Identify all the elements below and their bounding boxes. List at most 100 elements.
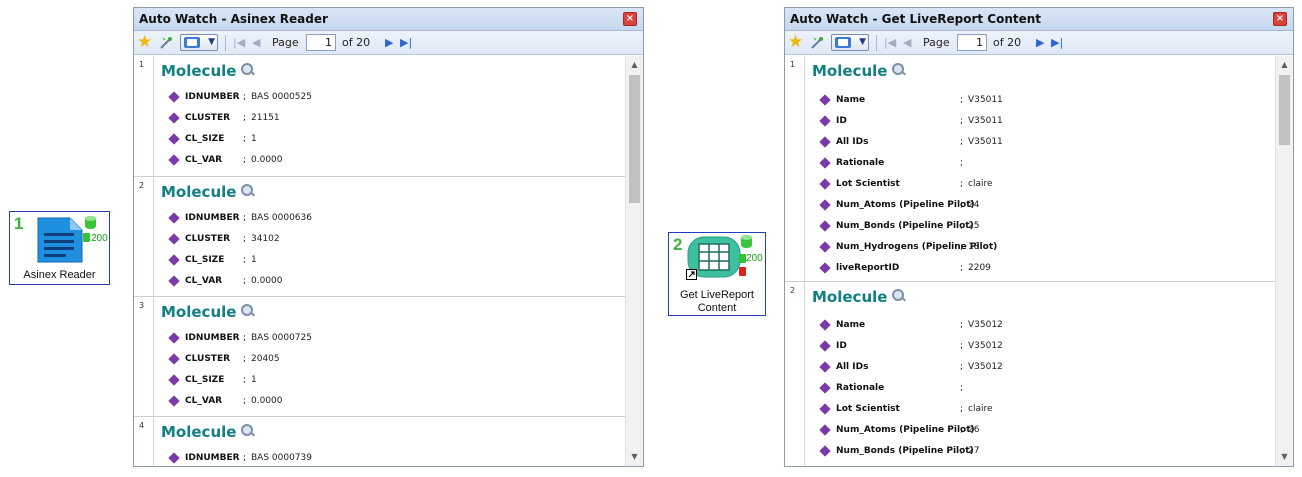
property-name: liveReportID <box>836 263 900 273</box>
vertical-scrollbar[interactable]: ▲ ▼ <box>1275 56 1293 466</box>
property-value: 27 <box>968 446 980 456</box>
record-item: 1 Molecule Name;V35011 ID;V35011 All IDs… <box>785 56 1275 282</box>
record-heading: Molecule <box>812 288 906 306</box>
record-item: 2 Molecule Name;V35012 ID;V35012 All IDs… <box>785 282 1275 466</box>
property-name: Num_Atoms (Pipeline Pilot) <box>836 200 975 210</box>
property-name: IDNUMBER <box>185 453 240 463</box>
diamond-icon <box>819 157 831 169</box>
scroll-down-icon[interactable]: ▼ <box>1281 452 1288 461</box>
magnifier-icon[interactable] <box>241 63 255 77</box>
scroll-up-icon[interactable]: ▲ <box>1281 60 1288 69</box>
record-item: 4 Molecule IDNUMBER;BAS 0000739 <box>134 417 625 466</box>
property-name: IDNUMBER <box>185 92 240 102</box>
diamond-icon <box>819 445 831 457</box>
next-page-icon[interactable]: ▶ <box>1036 36 1045 49</box>
diamond-icon <box>168 133 180 145</box>
record-heading: Molecule <box>161 303 255 321</box>
property-name: CLUSTER <box>185 354 231 364</box>
view-options-dropdown[interactable]: ▼ <box>831 34 869 51</box>
diamond-icon <box>168 374 180 386</box>
record-heading: Molecule <box>161 62 255 80</box>
separator: ; <box>960 242 964 252</box>
page-label: Page <box>272 36 299 49</box>
record-title: Molecule <box>812 288 888 306</box>
property-name: Lot Scientist <box>836 404 900 414</box>
magnifier-icon[interactable] <box>892 289 906 303</box>
scroll-thumb[interactable] <box>1279 75 1290 145</box>
record-list: 1 Molecule Name;V35011 ID;V35011 All IDs… <box>785 56 1275 466</box>
get-livereport-content-component[interactable]: 2 200 Get LiveReport Content <box>668 232 766 316</box>
component-label: Asinex Reader <box>23 269 96 281</box>
magnifier-icon[interactable] <box>241 184 255 198</box>
star-icon[interactable]: ★ <box>137 32 153 52</box>
last-page-icon[interactable]: ▶| <box>400 36 413 49</box>
property-value: V35012 <box>968 320 1003 330</box>
auto-watch-window-livereport[interactable]: Auto Watch - Get LiveReport Content × ★ … <box>784 7 1294 467</box>
close-button[interactable]: × <box>623 12 637 26</box>
property-value: 0.0000 <box>251 396 283 406</box>
record-title: Molecule <box>161 183 237 201</box>
property-name: Num_Bonds (Pipeline Pilot) <box>836 446 974 456</box>
auto-watch-window-asinex[interactable]: Auto Watch - Asinex Reader × ★ ▼ |◀ ◀ Pa… <box>133 7 644 467</box>
separator: ; <box>960 404 964 414</box>
output-port[interactable] <box>739 254 746 263</box>
record-item: 3 Molecule IDNUMBER;BAS 0000725 CLUSTER;… <box>134 297 625 417</box>
scroll-thumb[interactable] <box>629 75 640 203</box>
diamond-icon <box>819 262 831 274</box>
record-number: 2 <box>790 286 796 295</box>
first-page-icon[interactable]: |◀ <box>884 36 897 49</box>
record-gutter <box>785 282 805 466</box>
diamond-icon <box>819 178 831 190</box>
shortcut-arrow-icon <box>686 269 697 280</box>
page-number-input[interactable]: 1 <box>306 34 336 51</box>
diamond-icon <box>168 353 180 365</box>
property-value: 20405 <box>251 354 280 364</box>
asinex-reader-component[interactable]: 1 200 Asinex Reader <box>9 211 110 285</box>
first-page-icon[interactable]: |◀ <box>233 36 246 49</box>
separator: ; <box>243 155 247 165</box>
component-number: 1 <box>14 214 24 233</box>
vertical-scrollbar[interactable]: ▲ ▼ <box>625 56 643 466</box>
star-icon[interactable]: ★ <box>788 32 804 52</box>
scroll-down-icon[interactable]: ▼ <box>631 452 638 461</box>
magnifier-icon[interactable] <box>892 63 906 77</box>
page-number-input[interactable]: 1 <box>957 34 987 51</box>
record-item: 1 Molecule IDNUMBER;BAS 0000525 CLUSTER;… <box>134 56 625 177</box>
toolbar: ★ ▼ |◀ ◀ Page 1 of 20 ▶ ▶| <box>134 31 643 55</box>
separator: ; <box>960 383 964 393</box>
previous-page-icon[interactable]: ◀ <box>252 36 261 49</box>
separator: ; <box>960 221 964 231</box>
magnifier-icon[interactable] <box>241 304 255 318</box>
next-page-icon[interactable]: ▶ <box>385 36 394 49</box>
toolbar-separator <box>876 35 877 51</box>
component-label-line: Get LiveReport <box>680 289 754 301</box>
close-button[interactable]: × <box>1273 12 1287 26</box>
window-titlebar[interactable]: Auto Watch - Asinex Reader × <box>134 8 643 31</box>
separator: ; <box>960 263 964 273</box>
last-page-icon[interactable]: ▶| <box>1051 36 1064 49</box>
diamond-icon <box>819 199 831 211</box>
diamond-icon <box>819 382 831 394</box>
diamond-icon <box>819 241 831 253</box>
view-options-dropdown[interactable]: ▼ <box>180 34 218 51</box>
toolbar-separator <box>225 35 226 51</box>
diamond-icon <box>819 220 831 232</box>
record-gutter <box>134 297 154 416</box>
magnifier-icon[interactable] <box>241 424 255 438</box>
diamond-icon <box>168 395 180 407</box>
wand-icon[interactable] <box>810 36 824 50</box>
failure-port[interactable] <box>739 267 746 276</box>
separator: ; <box>960 158 964 168</box>
separator: ; <box>960 116 964 126</box>
property-name: Name <box>836 320 866 330</box>
record-gutter <box>134 177 154 296</box>
previous-page-icon[interactable]: ◀ <box>903 36 912 49</box>
component-label: Get LiveReport Content <box>669 289 765 315</box>
wand-icon[interactable] <box>159 36 173 50</box>
separator: ; <box>960 200 964 210</box>
separator: ; <box>243 213 247 223</box>
window-titlebar[interactable]: Auto Watch - Get LiveReport Content × <box>785 8 1293 31</box>
output-port[interactable] <box>83 233 90 242</box>
record-gutter <box>134 56 154 176</box>
scroll-up-icon[interactable]: ▲ <box>631 60 638 69</box>
